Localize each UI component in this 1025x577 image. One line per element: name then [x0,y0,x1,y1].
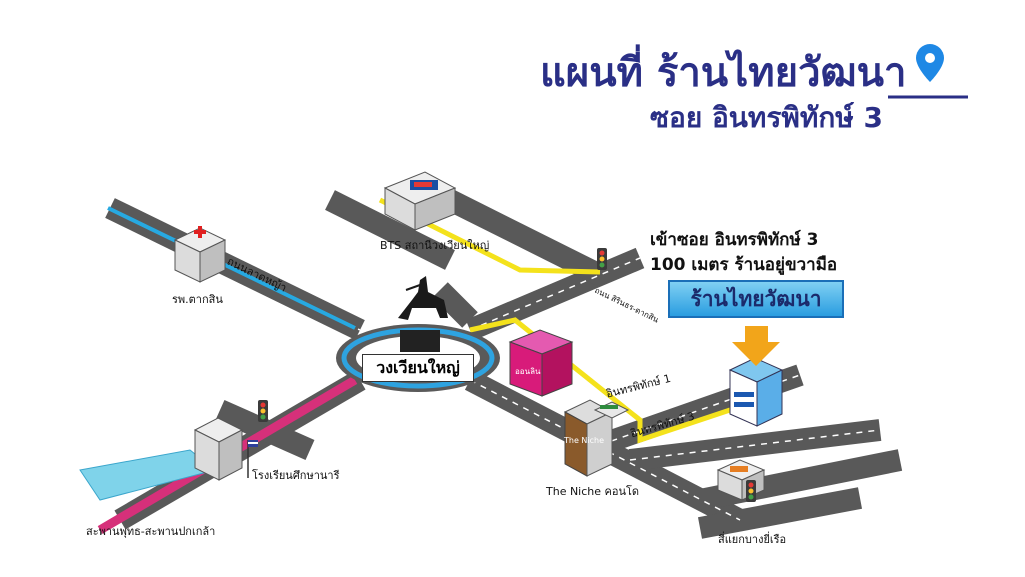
traffic-light-icon [597,248,607,270]
page-title: แผนที่ ร้านไทยวัฒนา [540,50,907,96]
bts-icon [383,171,457,231]
store-small-icon [593,401,630,419]
down-arrow-icon [732,326,780,366]
direction-line-1: เข้าซอย อินทรพิทักษ์ 3 [650,230,819,250]
location-pin-icon [916,44,944,82]
mall-sign: ออนลิน [515,367,541,376]
statue-icon [398,276,448,352]
niche-sign: The Niche [564,436,605,445]
niche-label: The Niche คอนโด [546,485,640,498]
store-icon [508,329,574,397]
hospital-label: รพ.ตากสิน [172,293,223,306]
road-ladya [107,206,356,330]
shop-building [728,357,784,427]
direction-line-2: 100 เมตร ร้านอยู่ขวามือ [650,255,838,275]
junction-bangyeerua-label: สี่แยกบางยี่เรือ [718,533,787,546]
bts-label: BTS สถานีวงเวียนใหญ่ [380,239,490,252]
hospital-icon [173,226,227,283]
school-icon [193,417,258,481]
school-label: โรงเรียนศึกษานารี [252,469,340,482]
shop-sign: ร้านไทยวัฒนา [668,280,844,318]
traffic-light-icon [258,400,268,422]
route-yellow-2 [469,317,761,444]
traffic-light-icon [746,480,756,502]
page-subtitle: ซอย อินทรพิทักษ์ 3 [650,101,883,134]
roundabout-label: วงเวียนใหญ่ [362,354,474,382]
shop-sign-text: ร้านไทยวัฒนา [690,286,822,311]
bridges-label: สะพานพุทธ-สะพานปกเกล้า [86,525,216,538]
